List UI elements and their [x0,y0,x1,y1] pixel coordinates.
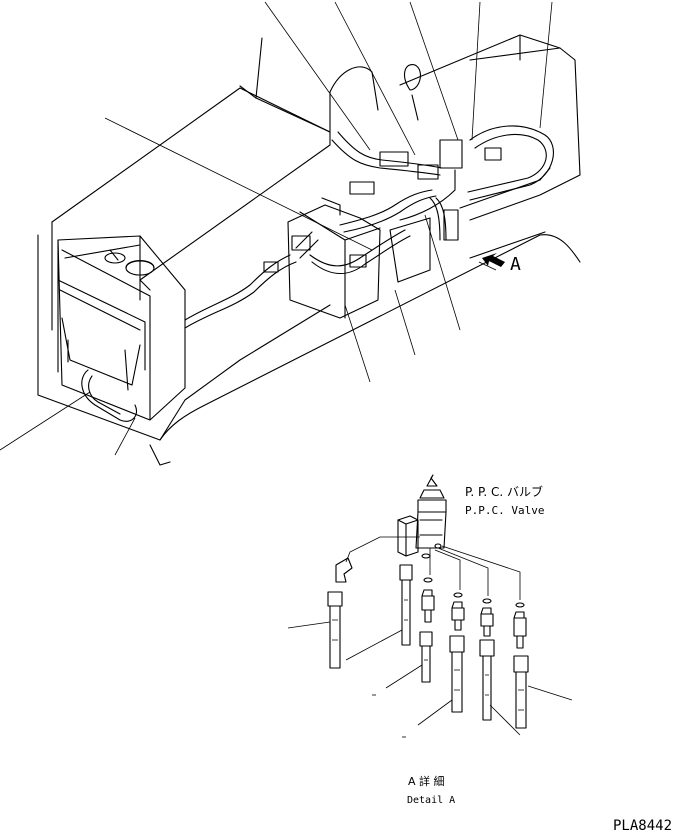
detail-a-label-jp: A 詳 細 [408,774,445,788]
machine-assembly-view [0,1,581,466]
ppc-valve-label-en: P.P.C. Valve [465,504,544,517]
drawing-number: PLA8442 [613,818,672,834]
detail-a-label-en: Detail A [407,795,455,806]
view-a-arrow-icon [478,253,505,271]
view-a-label: A [510,254,521,275]
detail-a-view [287,474,573,738]
ppc-valve-label-jp: P. P. C. バルブ [465,484,543,499]
